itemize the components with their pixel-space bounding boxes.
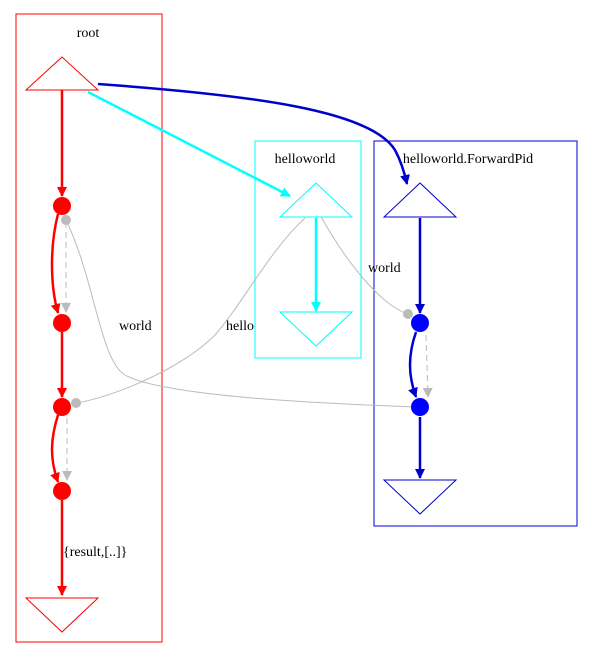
message-dot-forward	[403, 309, 413, 319]
edge-label-world-left: world	[119, 319, 152, 334]
edge-world-right	[319, 214, 409, 315]
edge-label-world-right: world	[368, 261, 401, 276]
root-start-triangle	[24, 56, 100, 91]
cluster-root: root	[15, 13, 163, 643]
cluster-forward-label: helloworld.ForwardPid	[403, 152, 533, 167]
root-node-2	[53, 314, 71, 332]
root-lifeline	[50, 90, 67, 596]
helloworld-end-triangle	[278, 311, 354, 347]
message-dot-root-2	[71, 398, 81, 408]
cluster-helloworld-label: helloworld	[275, 152, 336, 167]
root-node-1	[53, 197, 71, 215]
cluster-forward-box	[373, 140, 578, 527]
edge-label-result: {result,[..]}	[63, 545, 127, 560]
edge-forward-dashed	[422, 334, 433, 398]
forward-edge-2	[408, 331, 418, 398]
forward-node-1	[411, 314, 429, 332]
forward-end-triangle	[382, 479, 458, 515]
edge-label-hello: hello	[226, 319, 254, 334]
cluster-helloworld-box	[254, 140, 362, 359]
spawn-edge-helloworld	[87, 90, 291, 198]
spawn-edge-forward	[97, 82, 410, 185]
edge-world-left	[65, 219, 413, 408]
cluster-helloworld: helloworld	[254, 140, 362, 359]
cluster-forward: helloworld.ForwardPid	[373, 140, 578, 527]
helloworld-start-triangle	[278, 182, 354, 218]
message-dot-root-1	[61, 215, 71, 225]
root-node-4	[53, 482, 71, 500]
forward-start-triangle	[382, 182, 458, 218]
edge-hello	[75, 217, 306, 404]
root-end-triangle	[24, 597, 100, 633]
root-edge-2	[50, 213, 61, 314]
cluster-root-label: root	[77, 26, 100, 41]
message-edges	[61, 214, 433, 481]
cluster-root-box	[15, 13, 163, 643]
forward-lifeline	[408, 218, 425, 479]
forward-node-2	[411, 398, 429, 416]
root-node-3	[53, 398, 71, 416]
root-edge-4	[50, 414, 60, 483]
